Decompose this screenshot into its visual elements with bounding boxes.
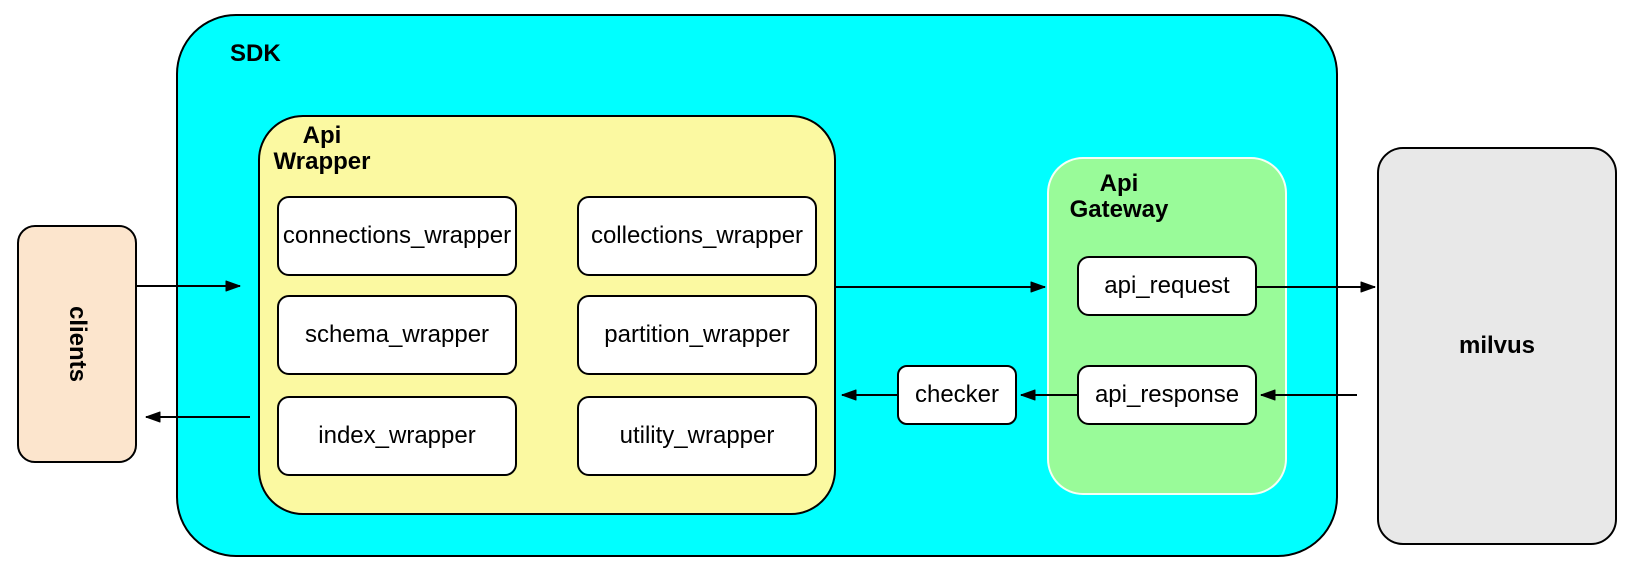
api-gateway-label: Api Gateway [1069,170,1169,223]
partition-wrapper-node: partition_wrapper [577,295,817,375]
api-request-node: api_request [1077,256,1257,316]
index-wrapper-node: index_wrapper [277,396,517,476]
milvus-node: milvus [1377,147,1617,545]
api-response-node: api_response [1077,365,1257,425]
sdk-label: SDK [230,40,281,67]
schema-wrapper-node: schema_wrapper [277,295,517,375]
clients-label: clients [64,305,91,383]
api-gateway-container: Api Gateway [1047,157,1287,495]
clients-node: clients [17,225,137,463]
collections-wrapper-node: collections_wrapper [577,196,817,276]
connections-wrapper-node: connections_wrapper [277,196,517,276]
api-wrapper-label: Api Wrapper [273,122,371,175]
utility-wrapper-node: utility_wrapper [577,396,817,476]
checker-node: checker [897,365,1017,425]
